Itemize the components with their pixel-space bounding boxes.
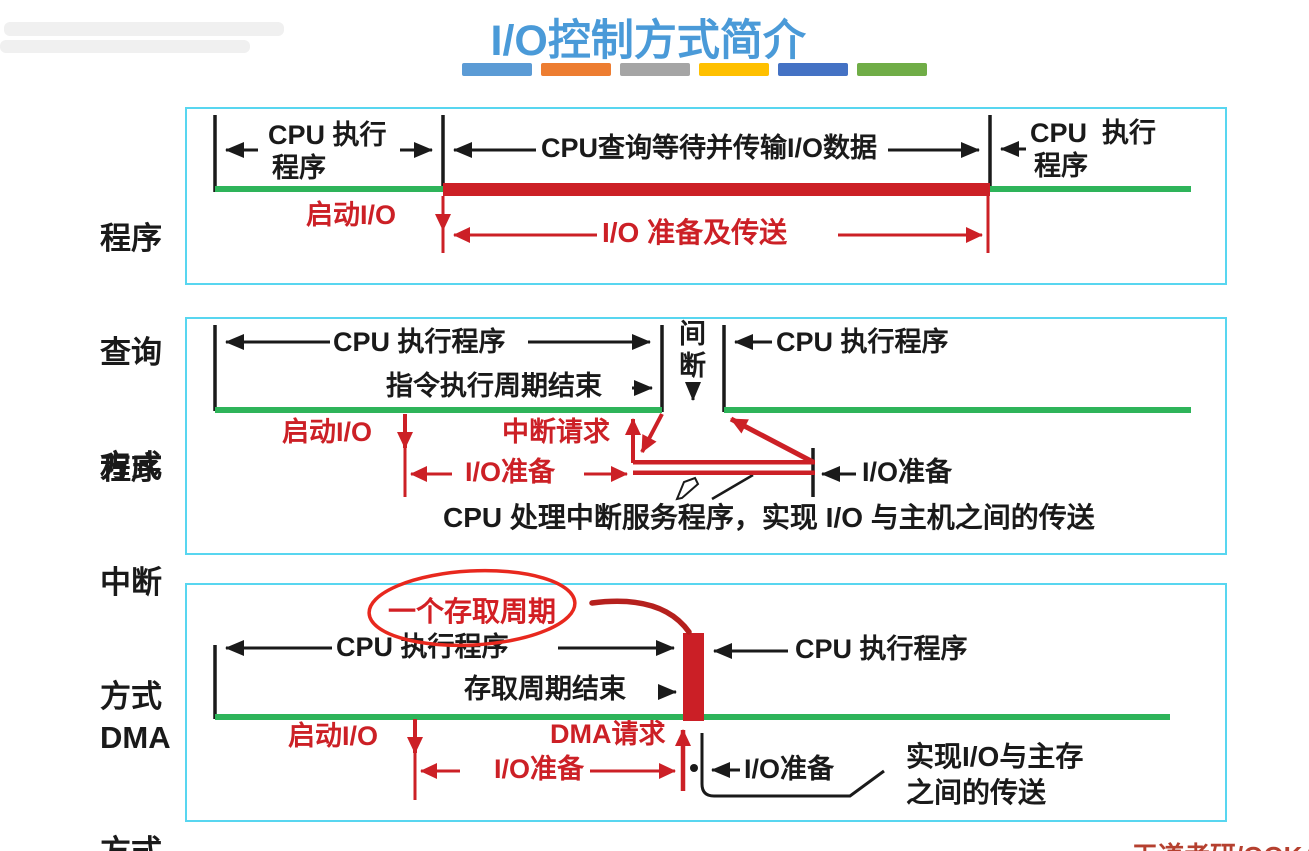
- gap-char: 间: [679, 319, 706, 349]
- page-title: I/O控制方式简介: [490, 17, 806, 65]
- watermark-smudge: [0, 40, 250, 53]
- polling-cpu-exec-left-line1: CPU 执行: [268, 120, 387, 150]
- footer-watermark: 天道考研/QQKAO: [1132, 836, 1309, 851]
- polling-label-line: 方式: [100, 449, 162, 484]
- dma-cpu-exec-left-label: CPU 执行程序: [336, 632, 509, 662]
- interrupt-gap-label: 间断: [679, 318, 706, 382]
- polling-busy-wait-label: CPU查询等待并传输I/O数据: [541, 133, 878, 163]
- interrupt-label-line: 中断: [100, 565, 162, 600]
- dma-circled-note-label: 一个存取周期: [388, 596, 557, 627]
- gap-char: 断: [679, 351, 706, 381]
- interrupt-io-prepare-black-label: I/O准备: [862, 457, 953, 487]
- interrupt-label-line: 方式: [100, 679, 162, 714]
- dma-io-prepare-red-label: I/O准备: [494, 754, 585, 784]
- polling-label-line: 查询: [100, 335, 162, 370]
- polling-cpu-exec-right-line1: CPU 执行: [1030, 118, 1157, 148]
- polling-cpu-exec-right-line2: 程序: [1034, 151, 1088, 181]
- divider-dash-darkblue: [778, 63, 848, 76]
- polling-start-io-label: 启动I/O: [306, 200, 397, 230]
- interrupt-request-label: 中断请求: [502, 417, 610, 447]
- dma-cpu-exec-right-label: CPU 执行程序: [795, 634, 968, 664]
- dma-box: [185, 583, 1227, 822]
- interrupt-cpu-exec-right-label: CPU 执行程序: [776, 327, 949, 357]
- interrupt-io-prepare-red-label: I/O准备: [465, 457, 556, 487]
- dma-section-label: DMA 方式: [100, 643, 171, 851]
- polling-cpu-exec-left-line2: 程序: [272, 153, 326, 183]
- dma-transfer-note-line2: 之间的传送: [906, 777, 1047, 808]
- divider-dash-green: [857, 63, 927, 76]
- polling-section-label: 程序 查询 方式: [100, 144, 162, 562]
- interrupt-cpu-exec-left-label: CPU 执行程序: [333, 327, 506, 357]
- interrupt-start-io-label: 启动I/O: [282, 417, 373, 447]
- divider-dash-gray: [620, 63, 690, 76]
- dma-label-line: 方式: [100, 833, 171, 851]
- divider-dash-orange: [541, 63, 611, 76]
- interrupt-instr-cycle-end-label: 指令执行周期结束: [386, 371, 602, 401]
- watermark-smudge: [4, 22, 284, 36]
- dma-transfer-note-line1: 实现I/O与主存: [906, 741, 1084, 772]
- polling-io-prepare-transfer-label: I/O 准备及传送: [602, 217, 788, 248]
- divider-dash-blue: [462, 63, 532, 76]
- dma-request-label: DMA请求: [550, 719, 666, 749]
- divider-dash-yellow: [699, 63, 769, 76]
- interrupt-bottom-note: CPU 处理中断服务程序，实现 I/O 与主机之间的传送: [443, 502, 1095, 533]
- polling-box: [185, 107, 1227, 285]
- dma-start-io-label: 启动I/O: [288, 721, 379, 751]
- dma-label-line: DMA: [100, 720, 171, 755]
- interrupt-section-label: 程序 中断 方式: [100, 374, 162, 792]
- polling-label-line: 程序: [100, 221, 162, 256]
- dma-access-cycle-end-label: 存取周期结束: [464, 674, 626, 704]
- dma-io-prepare-black-label: I/O准备: [744, 754, 835, 784]
- interrupt-label-line: 程序: [100, 451, 162, 486]
- interrupt-box: [185, 317, 1227, 555]
